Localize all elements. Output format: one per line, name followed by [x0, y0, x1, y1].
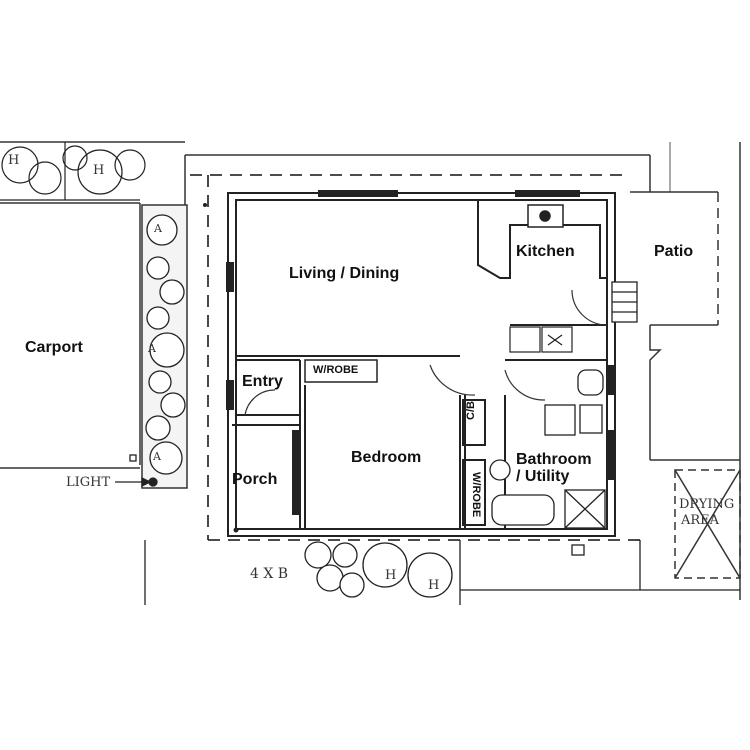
- patio-steps: [611, 281, 638, 323]
- plant-label-a3: A: [153, 450, 161, 463]
- light-arrow: [115, 476, 158, 488]
- patio-outline: [630, 191, 740, 461]
- room-label-wrobe-side: W/ROBE: [470, 472, 482, 518]
- house-walls: [227, 192, 616, 537]
- windows: [226, 190, 616, 515]
- interior-walls: [232, 200, 607, 529]
- plant-label-a1: A: [154, 222, 162, 235]
- carport-outline: [0, 202, 141, 469]
- plant-label-h3: H: [385, 568, 397, 583]
- stove: [527, 204, 564, 228]
- drying-area: [674, 469, 741, 579]
- bottom-garden: [129, 454, 740, 605]
- door-swings: [244, 289, 608, 416]
- room-label-carport: Carport: [25, 339, 83, 356]
- plant-label-h4: H: [428, 578, 440, 593]
- eaves-line: [190, 174, 640, 541]
- room-label-living-dining: Living / Dining: [289, 265, 400, 282]
- room-label-porch: Porch: [232, 471, 278, 488]
- shrub-group-top: [0, 142, 146, 201]
- room-label-cb: C/B: [465, 401, 477, 420]
- room-label-bedroom: Bedroom: [351, 449, 422, 466]
- wrobe-top-box: [304, 359, 378, 383]
- light-label: LIGHT: [66, 475, 111, 490]
- kitchen-sink: [509, 326, 573, 353]
- room-label-kitchen: Kitchen: [516, 243, 575, 260]
- plant-label-a2: A: [148, 342, 156, 355]
- drying-area-label-line1: DRYING: [679, 497, 735, 512]
- room-label-bathroom-utility: Bathroom / Utility: [516, 451, 592, 485]
- hedge-shrubs: [145, 214, 186, 475]
- plant-label-h2: H: [93, 163, 105, 178]
- room-label-wrobe-top: W/ROBE: [313, 364, 359, 376]
- bathroom-fixtures: [489, 369, 606, 529]
- plant-label-h1: H: [8, 153, 20, 168]
- room-label-entry: Entry: [242, 373, 283, 390]
- bricks-label: 4 X B: [250, 566, 289, 582]
- room-label-patio: Patio: [654, 243, 694, 260]
- drying-area-label-line2: AREA: [681, 513, 720, 528]
